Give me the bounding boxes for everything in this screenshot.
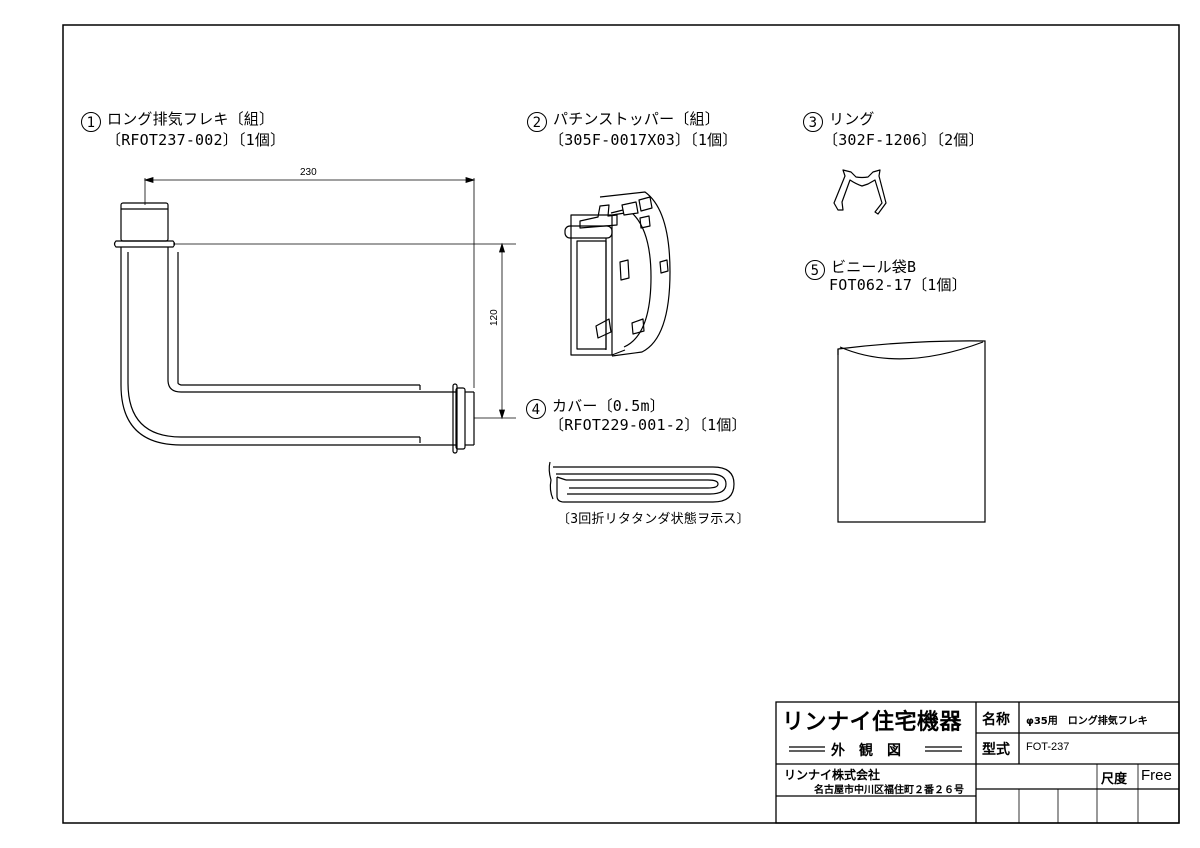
cover-fold-note: 〔3回折リタタンダ状態ヲ示ス〕 — [557, 512, 750, 527]
part-3-label: 3 リング — [803, 110, 875, 132]
part-5-label: 5 ビニール袋B — [805, 258, 916, 280]
part-2-name: パチンストッパー〔組〕 — [553, 110, 720, 128]
part-4-code: 〔RFOT229-001-2〕〔1個〕 — [549, 416, 747, 434]
cover-folded-drawing — [548, 461, 735, 503]
part-3-name: リング — [829, 110, 875, 128]
sheet-border — [62, 24, 1180, 824]
name-value: φ35用 ロング排気フレキ — [1026, 716, 1148, 727]
model-value: FOT-237 — [1026, 741, 1070, 753]
model-label: 型式 — [982, 742, 1010, 758]
title-block-lines — [775, 701, 1180, 824]
dimension-height: 120 — [489, 309, 500, 326]
company-logo: リンナイ住宅機器 — [782, 710, 963, 735]
part-1-code: 〔RFOT237-002〕〔1個〕 — [106, 131, 286, 149]
part-4-number: 4 — [526, 399, 546, 419]
company-address: 名古屋市中川区福住町２番２６号 — [814, 785, 964, 796]
scale-value: Free — [1141, 767, 1172, 784]
part-4-name: カバー〔0.5m〕 — [552, 397, 665, 415]
part-3-number: 3 — [803, 112, 823, 132]
part-5-number: 5 — [805, 260, 825, 280]
part-2-number: 2 — [527, 112, 547, 132]
part-1-number: 1 — [81, 112, 101, 132]
part-5-code: FOT062-17〔1個〕 — [829, 276, 967, 294]
dimension-lines — [143, 176, 516, 420]
snap-stopper-drawing — [564, 191, 671, 357]
part-1-label: 1 ロング排気フレキ〔組〕 — [81, 110, 274, 132]
drawing-kind: 外 観 図 — [831, 743, 901, 759]
ring-drawing — [833, 169, 887, 215]
part-2-label: 2 パチンストッパー〔組〕 — [527, 110, 720, 132]
vinyl-bag-drawing — [837, 340, 986, 523]
scale-label: 尺度 — [1101, 772, 1128, 787]
part-2-code: 〔305F-0017X03〕〔1個〕 — [549, 131, 738, 149]
flexible-exhaust-pipe-drawing — [113, 202, 475, 454]
dimension-width: 230 — [300, 167, 317, 178]
part-1-name: ロング排気フレキ〔組〕 — [107, 110, 275, 128]
company-name: リンナイ株式会社 — [784, 768, 881, 782]
part-3-code: 〔302F-1206〕〔2個〕 — [823, 131, 984, 149]
part-4-label: 4 カバー〔0.5m〕 — [526, 397, 665, 419]
part-5-name: ビニール袋B — [831, 258, 917, 276]
name-label: 名称 — [982, 712, 1010, 728]
